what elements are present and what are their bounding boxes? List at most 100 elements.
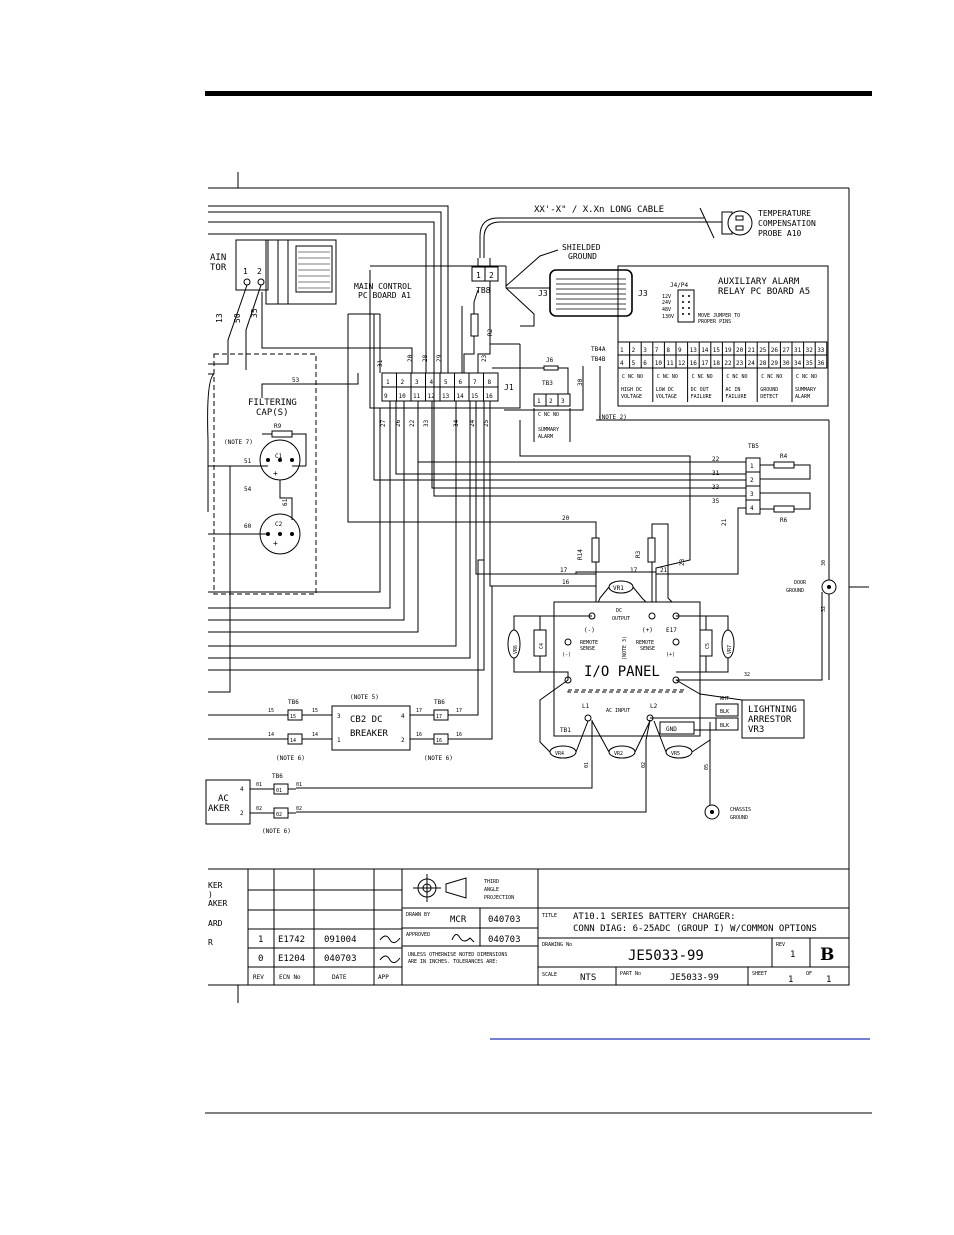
svg-text:16: 16 xyxy=(416,732,422,738)
approval-signature xyxy=(379,935,401,944)
svg-text:VR7: VR7 xyxy=(727,645,733,654)
svg-text:24: 24 xyxy=(469,419,476,427)
main-transformer: 1 2 AIN TOR xyxy=(210,239,337,305)
svg-text:PART No: PART No xyxy=(620,971,641,977)
svg-text:VR2: VR2 xyxy=(614,751,623,757)
alarm-group-label: VOLTAGE xyxy=(621,394,642,400)
tb4b-terminal: 6 xyxy=(643,360,647,367)
svg-text:C2: C2 xyxy=(275,521,283,528)
temperature-probe: TEMPERATURE COMPENSATION PROBE A10 xyxy=(479,207,816,258)
svg-text:1: 1 xyxy=(258,935,263,945)
temp-probe-label-3: PROBE A10 xyxy=(758,229,802,238)
svg-text:4: 4 xyxy=(750,505,754,512)
alarm-group-label: DC OUT xyxy=(691,387,709,393)
svg-text:AKER: AKER xyxy=(208,804,230,814)
tb4b-terminal: 17 xyxy=(701,360,709,367)
svg-text:B: B xyxy=(820,945,834,965)
svg-text:APPROVED: APPROVED xyxy=(406,932,430,938)
tb4a-terminal: 19 xyxy=(724,347,732,354)
alarm-group-label: VOLTAGE xyxy=(656,394,677,400)
alarm-contact-label: C NC NO xyxy=(622,374,643,380)
tb4b-terminal: 23 xyxy=(736,360,744,367)
svg-text:TB4B: TB4B xyxy=(591,356,606,363)
j1-pin: 7 xyxy=(473,379,477,386)
svg-text:1: 1 xyxy=(537,398,541,405)
j1-pin: 1 xyxy=(386,379,390,386)
svg-text:4: 4 xyxy=(401,713,405,720)
svg-text:54: 54 xyxy=(244,486,252,493)
svg-text:3: 3 xyxy=(750,491,754,498)
svg-text:1: 1 xyxy=(337,737,341,744)
svg-text:61: 61 xyxy=(282,498,289,506)
svg-text:TB6: TB6 xyxy=(434,699,445,706)
svg-text:1: 1 xyxy=(788,975,793,985)
svg-text:MCR: MCR xyxy=(450,915,467,925)
svg-text:C NC NO: C NC NO xyxy=(538,412,559,418)
svg-text:R14: R14 xyxy=(577,549,584,560)
aux-alarm-board: J3 J3 AUXILIARY ALARM RELAY PC BOARD A5 … xyxy=(504,265,829,421)
svg-text:DC: DC xyxy=(616,608,622,614)
tb4b-terminal: 5 xyxy=(632,360,636,367)
svg-text:E1742: E1742 xyxy=(278,935,305,945)
tb4b-terminal: 11 xyxy=(666,360,674,367)
svg-text:12V: 12V xyxy=(662,294,671,300)
svg-text:16: 16 xyxy=(436,738,442,744)
svg-text:35: 35 xyxy=(712,498,720,505)
tb4b-terminal: 16 xyxy=(690,360,698,367)
svg-text:DATE: DATE xyxy=(332,974,347,981)
alarm-group-label: LOW DC xyxy=(656,387,674,393)
svg-text:C5: C5 xyxy=(705,643,711,649)
svg-text:01: 01 xyxy=(256,782,262,788)
svg-text:33: 33 xyxy=(712,484,720,491)
approval-signature xyxy=(379,955,401,964)
j1-pin: 5 xyxy=(444,379,448,386)
svg-text:21: 21 xyxy=(721,518,728,526)
svg-text:DOOR: DOOR xyxy=(794,580,807,586)
svg-text:4: 4 xyxy=(240,786,244,793)
svg-text:1: 1 xyxy=(243,267,248,276)
svg-text:(+): (+) xyxy=(642,627,653,634)
svg-text:130V: 130V xyxy=(662,314,674,320)
svg-text:3: 3 xyxy=(561,398,565,405)
tb4b-terminal: 34 xyxy=(794,360,802,367)
svg-text:ARRESTOR: ARRESTOR xyxy=(748,715,792,725)
svg-text:TB6: TB6 xyxy=(288,699,299,706)
svg-text:TB4A: TB4A xyxy=(591,346,606,353)
svg-text:01: 01 xyxy=(276,788,282,794)
svg-text:14: 14 xyxy=(290,738,296,744)
tb5-terminal: TB5 1 2 3 4 R4 R6 22 31 33 35 21 20 xyxy=(347,314,811,560)
svg-text:14: 14 xyxy=(268,732,274,738)
svg-text:60: 60 xyxy=(244,523,252,530)
svg-text:30: 30 xyxy=(577,378,584,386)
svg-text:02: 02 xyxy=(256,806,262,812)
svg-text:48V: 48V xyxy=(662,307,671,313)
tb4b-terminal: 18 xyxy=(713,360,721,367)
svg-text:PROPER PINS: PROPER PINS xyxy=(698,319,731,325)
left-bus-wires: 13 50 35 xyxy=(208,205,449,375)
svg-text:DRAWING No: DRAWING No xyxy=(542,942,572,948)
tb4b-terminal: 4 xyxy=(620,360,624,367)
svg-text:E1204: E1204 xyxy=(278,954,305,964)
svg-text:3: 3 xyxy=(337,713,341,720)
tb4a-terminal: 31 xyxy=(794,347,802,354)
svg-text:0: 0 xyxy=(258,954,263,964)
svg-text:JE5033-99: JE5033-99 xyxy=(628,948,704,964)
svg-text:BLK: BLK xyxy=(720,723,729,729)
svg-text:23: 23 xyxy=(481,354,488,362)
tb4b-terminal: 28 xyxy=(759,360,767,367)
svg-text:(NOTE 6): (NOTE 6) xyxy=(262,828,291,835)
cb2-breaker: (NOTE 5) CB2 DC BREAKER 3 1 4 2 TB6 15 1… xyxy=(208,559,493,762)
j1-pin: 12 xyxy=(428,393,436,400)
j1-pin: 4 xyxy=(430,379,434,386)
svg-text:C1: C1 xyxy=(275,453,283,460)
j1-pin: 14 xyxy=(457,393,465,400)
svg-text:I/O PANEL: I/O PANEL xyxy=(584,664,660,680)
svg-text:16: 16 xyxy=(562,579,570,586)
svg-text:+: + xyxy=(273,539,278,548)
svg-text:TB8: TB8 xyxy=(476,286,491,295)
svg-text:RELAY PC BOARD A5: RELAY PC BOARD A5 xyxy=(718,287,810,297)
svg-text:30: 30 xyxy=(821,560,827,566)
svg-text:R9: R9 xyxy=(274,423,282,430)
svg-text:AKER: AKER xyxy=(208,899,227,908)
svg-text:02: 02 xyxy=(296,806,302,812)
